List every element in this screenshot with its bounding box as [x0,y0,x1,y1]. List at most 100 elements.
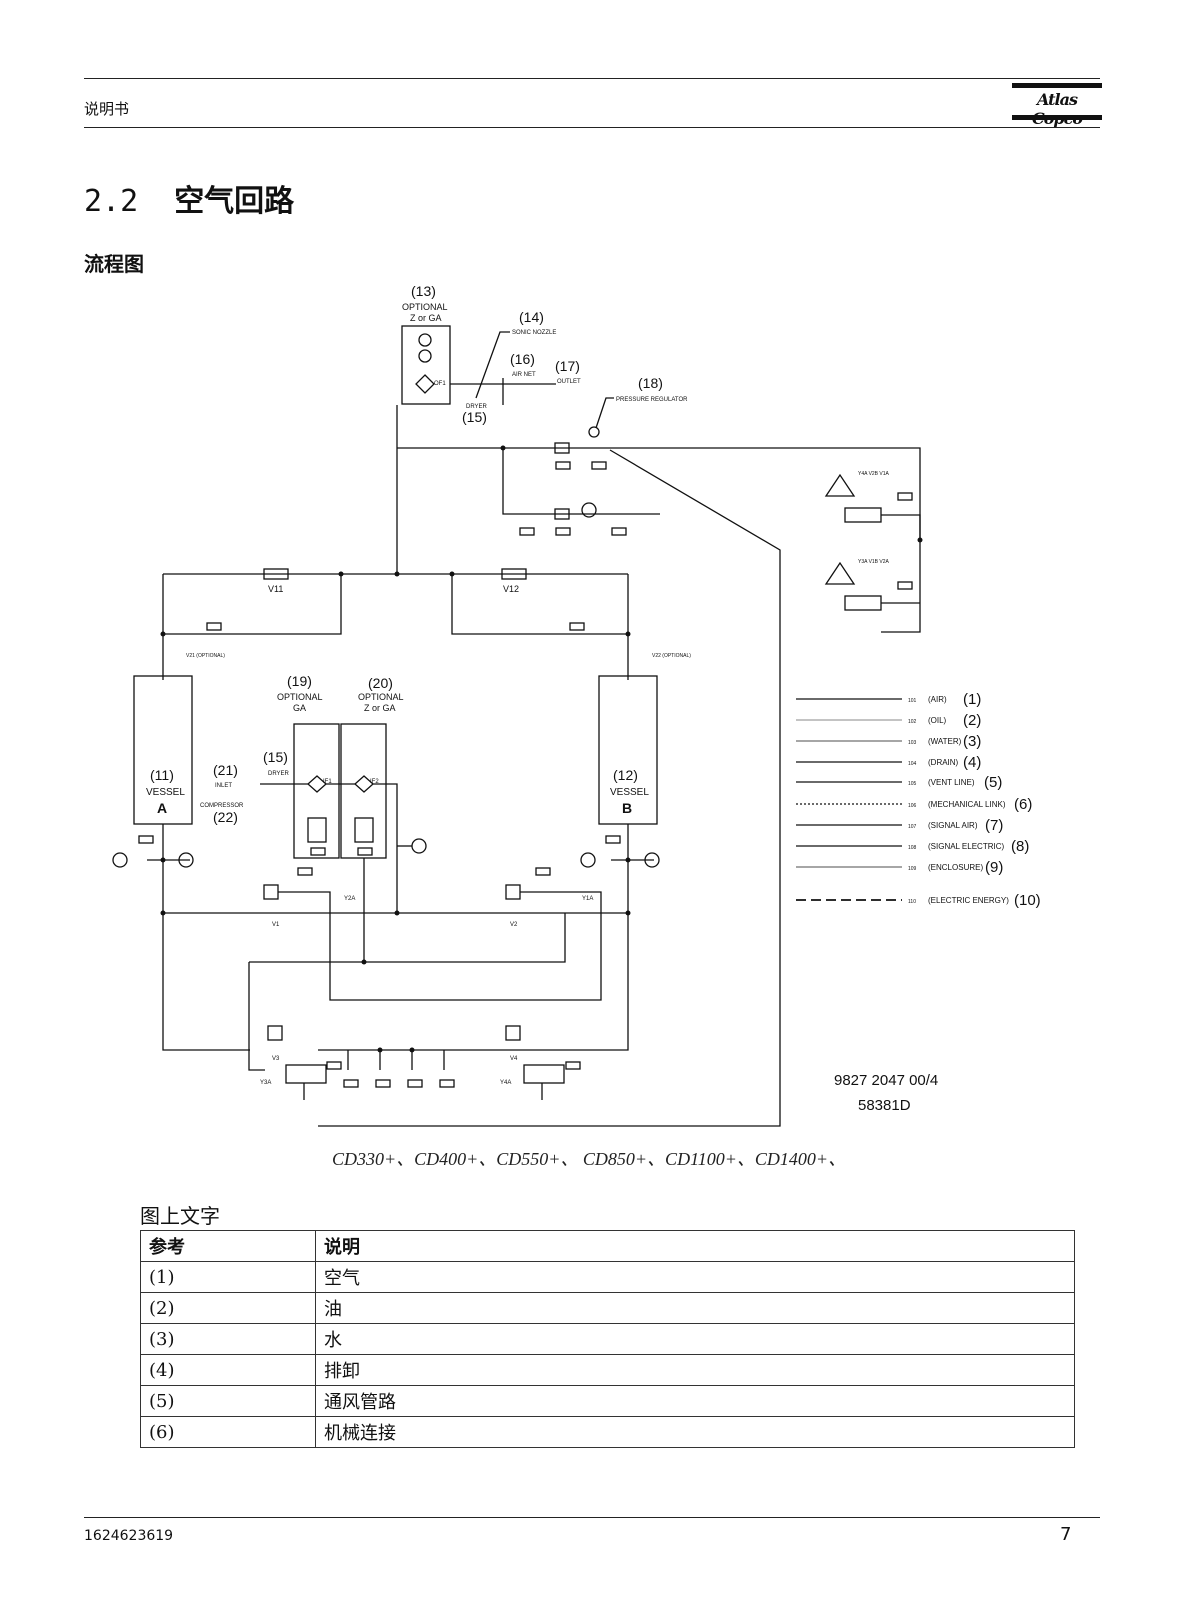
callout-13: (13) [411,283,436,299]
legend-code-5: 105 [908,781,917,787]
legend-ref-9: (9) [985,859,1003,876]
legend-name-10: (ELECTRIC ENERGY) [928,896,1009,905]
v22-label: V22 (OPTIONAL) [652,653,691,659]
header-top-rule [84,78,1100,79]
legend-name-8: (SIGNAL ELECTRIC) [928,842,1004,851]
table-row: (2) 油 [140,1292,1075,1324]
table-row: (1) 空气 [140,1261,1075,1293]
callout-11: (11) [150,767,174,783]
table-header-desc: 说明 [315,1230,1075,1262]
table-cell-desc: 油 [315,1292,1075,1324]
legend-ref-8: (8) [1011,838,1029,855]
callout-19: (19) [287,673,312,689]
table-cell-desc: 排卸 [315,1354,1075,1386]
if1-label: IF1 [323,779,332,785]
table-row: (5) 通风管路 [140,1385,1075,1417]
compressor-label: COMPRESSOR [200,803,244,809]
model-caption: CD330+、CD400+、CD550+、 CD850+、CD1100+、CD1… [331,1149,847,1169]
y4a-group-label: Y4A V2B V1A [858,471,890,477]
table-cell-desc: 机械连接 [315,1416,1075,1448]
header-label: 说明书 [84,100,130,118]
legend-table: 参考 说明 (1) 空气 (2) 油 (3) 水 (4) 排卸 (5) 通风管路… [140,1230,1075,1448]
pressure-regulator-label: PRESSURE REGULATOR [616,397,688,403]
callout-15-top: (15) [462,409,487,425]
table-cell-desc: 通风管路 [315,1385,1075,1417]
y2a-label: Y2A [344,896,355,902]
legend-ref-1: (1) [963,691,981,708]
legend-code-7: 107 [908,824,917,830]
y1a-label: Y1A [582,896,593,902]
z-or-ga-label-13: Z or GA [410,313,442,323]
legend-code-2: 102 [908,719,917,725]
callout-12: (12) [613,767,638,783]
v3-label: V3 [272,1056,280,1062]
y4a-label: Y4A [500,1080,511,1086]
v4-label: V4 [510,1056,518,1062]
optional-label-19: OPTIONAL [277,692,323,702]
vessel-a-letter: A [157,800,167,816]
y3a-label: Y3A [260,1080,271,1086]
legend-ref-5: (5) [984,774,1002,791]
header-bottom-rule [84,127,1100,128]
callout-21: (21) [213,762,238,778]
legend-name-7: (SIGNAL AIR) [928,821,978,830]
v1-label: V1 [272,922,280,928]
dryer-label-mid: DRYER [268,771,290,777]
v21-label: V21 (OPTIONAL) [186,653,225,659]
outlet-label: OUTLET [557,379,581,385]
legend-code-1: 101 [908,698,917,704]
drawing-number: 9827 2047 00/4 [834,1072,938,1089]
table-cell-ref: (1) [140,1261,316,1293]
legend-ref-7: (7) [985,817,1003,834]
legend-code-8: 108 [908,845,917,851]
dryer-label-top: DRYER [466,404,488,410]
legend-name-6: (MECHANICAL LINK) [928,800,1006,809]
v11-label: V11 [268,584,283,594]
vessel-a-label: VESSEL [146,787,185,798]
legend-ref-10: (10) [1014,892,1041,909]
vessel-b-label: VESSEL [610,787,649,798]
table-cell-ref: (5) [140,1385,316,1417]
z-or-ga-label-20: Z or GA [364,703,396,713]
v12-label: V12 [503,584,519,594]
table-header-row: 参考 说明 [140,1230,1075,1262]
logo-text: Atlas Copco [1032,90,1083,128]
table-cell-ref: (6) [140,1416,316,1448]
page-number: 7 [1060,1524,1072,1545]
legend-name-2: (OIL) [928,716,947,725]
callout-20: (20) [368,675,393,691]
table-header-ref: 参考 [140,1230,316,1262]
section-heading: 2.2 空气回路 [84,176,294,220]
optional-label-20: OPTIONAL [358,692,404,702]
legend-name-3: (WATER) [928,737,962,746]
callout-14: (14) [519,309,544,325]
inlet-label: INLET [215,783,232,789]
legend-code-9: 109 [908,866,917,872]
table-row: (4) 排卸 [140,1354,1075,1386]
legend-code-4: 104 [908,761,917,767]
table-cell-ref: (3) [140,1323,316,1355]
legend-ref-4: (4) [963,754,981,771]
legend-ref-3: (3) [963,733,981,750]
flow-chart-label: 流程图 [84,252,144,276]
callout-22: (22) [213,809,238,825]
callout-17: (17) [555,358,580,374]
section-number: 2.2 [84,184,139,219]
legend-code-3: 103 [908,740,917,746]
legend-name-9: (ENCLOSURE) [928,863,983,872]
optional-label-13: OPTIONAL [402,302,448,312]
callout-15-mid: (15) [263,749,288,765]
legend-name-4: (DRAIN) [928,758,959,767]
legend-code-10: 110 [908,899,916,905]
y3a-group-label: Y3A V1B V2A [858,559,890,565]
of1-label: OF1 [434,381,446,387]
legend-name-5: (VENT LINE) [928,778,975,787]
if2-label: IF2 [370,779,379,785]
table-cell-ref: (2) [140,1292,316,1324]
drawing-code: 58381D [858,1097,911,1114]
sonic-nozzle-label: SONIC NOZZLE [512,330,556,336]
air-circuit-diagram: (13) OPTIONAL Z or GA (14) SONIC NOZZLE … [112,283,1041,1127]
table-cell-desc: 水 [315,1323,1075,1355]
section-title: 空气回路 [174,184,295,219]
legend-name-1: (AIR) [928,695,947,704]
